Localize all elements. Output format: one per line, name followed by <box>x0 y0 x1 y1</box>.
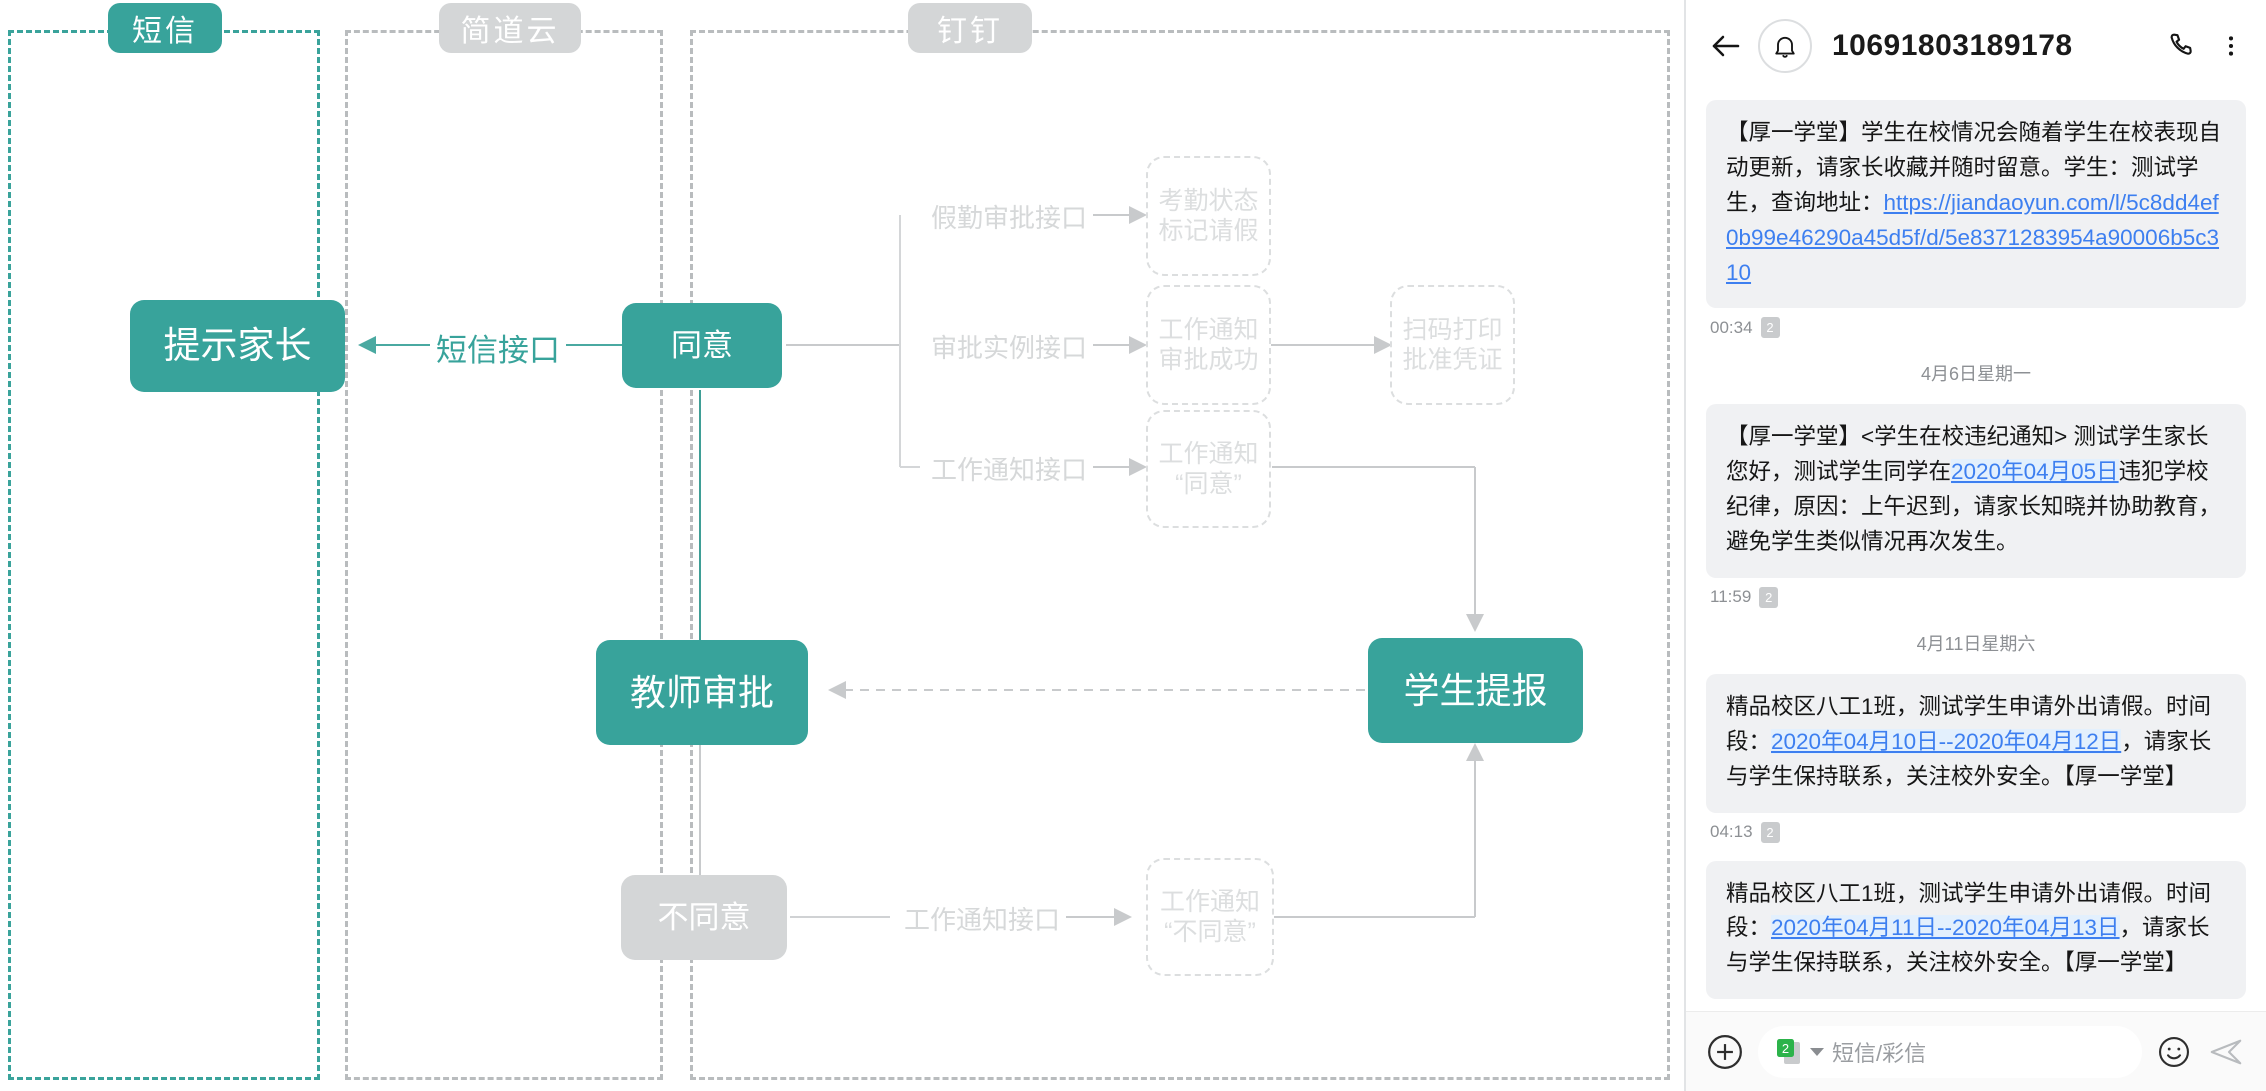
message-group: 【厚一学堂】学生在校情况会随着学生在校表现自动更新，请家长收藏并随时留意。学生：… <box>1706 100 2246 339</box>
node-work-notice-agree[interactable]: 工作通知 “同意” <box>1146 410 1271 528</box>
back-arrow-icon[interactable] <box>1708 28 1744 64</box>
sms-input-bar: 2 短信/彩信 <box>1686 1011 2266 1091</box>
node-teacher-approve[interactable]: 教师审批 <box>596 640 808 745</box>
node-work-notice-deny-label: 工作通知 “不同意” <box>1159 887 1260 947</box>
message-link[interactable]: 2020年04月10日--2020年04月12日 <box>1771 728 2122 754</box>
edge-label-approval-instance-api: 审批实例接口 <box>925 328 1094 365</box>
message-composer[interactable]: 2 短信/彩信 <box>1758 1025 2142 1078</box>
message-text: 精品校区八工1班，测试学生申请外出请假。时间段： <box>1726 880 2212 941</box>
node-agree-label: 同意 <box>671 327 733 363</box>
lane-title-jiandaoyun-label: 简道云 <box>460 15 560 48</box>
message-text: 违犯学校纪律，原因：上午迟到，请家长知晓并协助教育，避免学生类似情况再次发生。 <box>1726 459 2222 554</box>
sms-header: 10691803189178 <box>1686 0 2266 92</box>
sms-app-panel: 10691803189178 【厚一学堂】学生在校情况会随着学生在校表现自动更新… <box>1684 0 2266 1091</box>
conversation-number: 10691803189178 <box>1832 29 2073 62</box>
message-bubble[interactable]: 【厚一学堂】<学生在校违纪通知> 测试学生家长您好，测试学生同学在2020年04… <box>1706 404 2246 578</box>
lane-dingtalk <box>690 30 1670 1080</box>
diagram-connectors <box>358 206 1484 926</box>
message-text: ，请家长与学生保持联系，关注校外安全。【厚一学堂】 <box>1726 728 2212 789</box>
edge-label-approval-instance-api-text: 审批实例接口 <box>931 333 1088 363</box>
node-teacher-approve-label: 教师审批 <box>629 671 774 713</box>
edge-label-sms-api: 短信接口 <box>430 325 566 370</box>
send-icon[interactable] <box>2206 1034 2246 1070</box>
message-thread[interactable]: 【厚一学堂】学生在校情况会随着学生在校表现自动更新，请家长收藏并随时留意。学生：… <box>1686 92 2266 1011</box>
node-notify-parent[interactable]: 提示家长 <box>130 300 345 392</box>
chevron-down-icon[interactable] <box>1810 1047 1824 1056</box>
lane-title-sms: 短信 <box>108 3 222 53</box>
message-time: 11:59 <box>1710 587 1752 607</box>
lane-title-sms-label: 短信 <box>132 15 198 48</box>
message-time: 00:34 <box>1710 317 1753 337</box>
message-text: 精品校区八工1班，测试学生申请外出请假。时间段： <box>1726 693 2212 754</box>
node-disagree-label: 不同意 <box>657 899 751 935</box>
sim-indicator: 2 <box>1760 821 1780 843</box>
message-bubble[interactable]: 【厚一学堂】学生在校情况会随着学生在校表现自动更新，请家长收藏并随时留意。学生：… <box>1706 100 2246 309</box>
message-input[interactable]: 短信/彩信 <box>1832 1040 1927 1066</box>
phone-call-icon[interactable] <box>2166 30 2198 62</box>
node-agree[interactable]: 同意 <box>622 303 782 388</box>
message-meta: 00:34 2 <box>1710 317 2246 339</box>
edge-label-sms-api-text: 短信接口 <box>436 333 560 368</box>
lane-title-dingtalk: 钉钉 <box>908 3 1032 53</box>
edge-label-work-notice-api-2-text: 工作通知接口 <box>904 905 1061 935</box>
bell-icon[interactable] <box>1758 19 1812 73</box>
sim-indicator: 2 <box>1760 317 1780 339</box>
smiley-icon[interactable] <box>2156 1034 2192 1070</box>
message-text: 【厚一学堂】<学生在校违纪通知> 测试学生家长您好，测试学生同学在 <box>1726 424 2209 485</box>
message-meta: 11:59 2 <box>1710 586 2246 608</box>
message-group: 精品校区八工1班，测试学生申请外出请假。时间段：2020年04月11日--202… <box>1706 860 2246 1000</box>
message-text: 【厚一学堂】学生在校情况会随着学生在校表现自动更新，请家长收藏并随时留意。学生：… <box>1726 120 2222 215</box>
node-scan-print[interactable]: 扫码打印 批准凭证 <box>1390 285 1515 405</box>
node-attendance-mark[interactable]: 考勤状态 标记请假 <box>1146 156 1271 276</box>
message-bubble[interactable]: 精品校区八工1班，测试学生申请外出请假。时间段：2020年04月11日--202… <box>1706 860 2246 1000</box>
lane-title-jiandaoyun: 简道云 <box>439 3 581 53</box>
sim-label: 2 <box>1782 1041 1789 1056</box>
plus-circle-icon[interactable] <box>1706 1033 1744 1071</box>
sim-indicator: 2 <box>1759 586 1779 608</box>
edge-label-work-notice-api-2: 工作通知接口 <box>898 900 1067 937</box>
message-group: 4月6日星期一 【厚一学堂】<学生在校违纪通知> 测试学生家长您好，测试学生同学… <box>1706 360 2246 608</box>
message-link[interactable]: https://jiandaoyun.com/l/5c8dd4ef0b99e46… <box>1726 189 2220 285</box>
sim-card-icon[interactable]: 2 <box>1776 1038 1802 1066</box>
edge-label-attendance-api-text: 假勤审批接口 <box>931 203 1088 233</box>
message-text: ，请家长与学生保持联系，关注校外安全。【厚一学堂】 <box>1726 915 2210 976</box>
message-meta: 04:13 2 <box>1710 821 2246 843</box>
node-student-submit[interactable]: 学生提报 <box>1368 638 1583 743</box>
lane-title-dingtalk-label: 钉钉 <box>937 15 1003 48</box>
node-attendance-mark-label: 考勤状态 标记请假 <box>1158 186 1259 246</box>
node-scan-print-label: 扫码打印 批准凭证 <box>1402 315 1503 375</box>
node-work-notice-ok[interactable]: 工作通知 审批成功 <box>1146 285 1271 405</box>
message-link[interactable]: 2020年04月05日 <box>1951 459 2119 485</box>
node-student-submit-label: 学生提报 <box>1403 669 1548 711</box>
node-disagree[interactable]: 不同意 <box>621 875 787 960</box>
node-work-notice-deny[interactable]: 工作通知 “不同意” <box>1146 858 1274 976</box>
message-bubble[interactable]: 精品校区八工1班，测试学生申请外出请假。时间段：2020年04月10日--202… <box>1706 673 2246 813</box>
message-link[interactable]: 2020年04月11日--2020年04月13日 <box>1771 915 2120 941</box>
workflow-diagram: 短信 简道云 钉钉 <box>8 3 1670 1080</box>
node-notify-parent-label: 提示家长 <box>163 325 312 367</box>
more-vertical-icon[interactable] <box>2212 31 2244 61</box>
edge-label-work-notice-api-1-text: 工作通知接口 <box>931 455 1088 485</box>
edge-label-attendance-api: 假勤审批接口 <box>925 198 1094 235</box>
node-work-notice-agree-label: 工作通知 “同意” <box>1158 439 1259 499</box>
message-time: 04:13 <box>1710 822 1753 841</box>
node-work-notice-ok-label: 工作通知 审批成功 <box>1158 315 1259 375</box>
day-divider: 4月6日星期一 <box>1920 364 2032 385</box>
day-divider: 4月11日星期六 <box>1916 633 2036 654</box>
edge-label-work-notice-api-1: 工作通知接口 <box>925 450 1094 487</box>
message-group: 4月11日星期六 精品校区八工1班，测试学生申请外出请假。时间段：2020年04… <box>1706 630 2246 843</box>
